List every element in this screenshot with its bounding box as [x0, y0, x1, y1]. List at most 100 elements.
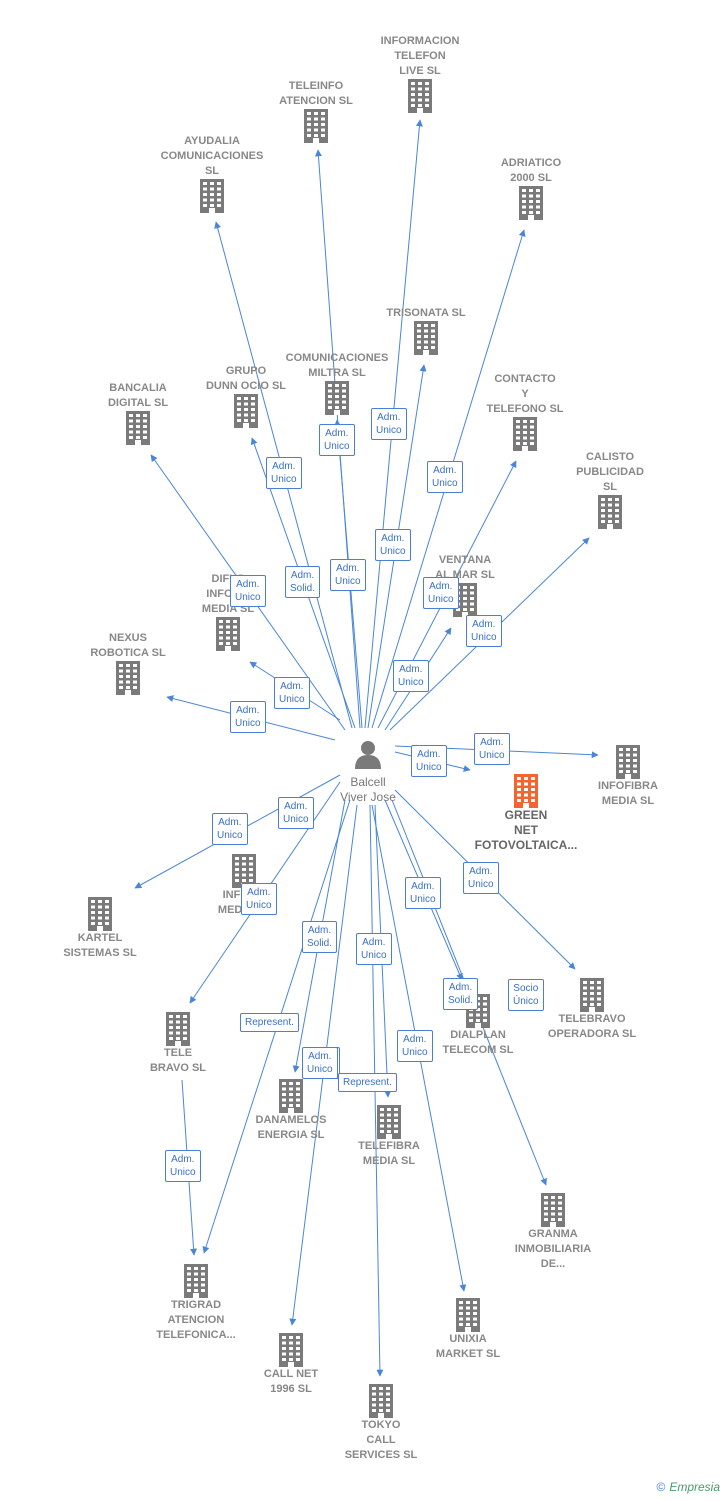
person-icon — [355, 741, 381, 769]
relation-badge[interactable]: Adm. Solid. — [443, 978, 479, 1010]
company-node-comunicaciones[interactable]: COMUNICACIONES MILTRA SL — [272, 351, 402, 415]
relation-badge[interactable]: Adm. Solid. — [302, 921, 338, 953]
relation-badge[interactable]: Adm. Unico — [405, 877, 441, 909]
company-label: VENTANA AL MAR SL — [435, 554, 495, 581]
relation-badge[interactable]: Adm. Unico — [266, 457, 302, 489]
company-label: TELEBRAVO OPERADORA SL — [547, 1013, 637, 1040]
company-label: AYUDALIA COMUNICACIONES SL — [160, 135, 264, 177]
relation-badge[interactable]: Adm. Unico — [423, 577, 459, 609]
relation-badge[interactable]: Represent. — [338, 1073, 397, 1092]
company-label: DIALPLAN TELECOM SL — [442, 1029, 514, 1056]
building-icon — [165, 1012, 191, 1046]
building-icon — [512, 417, 538, 451]
company-node-grupo[interactable]: GRUPO DUNN OCIO SL — [181, 364, 311, 428]
building-icon — [376, 1105, 402, 1139]
company-label: TELE BRAVO SL — [149, 1047, 207, 1074]
company-label: COMUNICACIONES MILTRA SL — [285, 352, 389, 379]
relation-badge[interactable]: Adm. Solid. — [285, 566, 321, 598]
company-label: BANCALIA DIGITAL SL — [107, 382, 169, 409]
relation-badge[interactable]: Adm. Unico — [463, 862, 499, 894]
relation-badge[interactable]: Adm. Unico — [278, 797, 314, 829]
company-node-contacto[interactable]: CONTACTO Y TELEFONO SL — [460, 372, 590, 451]
building-icon — [233, 394, 259, 428]
building-icon — [183, 1264, 209, 1298]
company-label: CALISTO PUBLICIDAD SL — [576, 451, 644, 493]
relation-badge[interactable]: Adm. Unico — [241, 883, 277, 915]
building-icon — [540, 1193, 566, 1227]
company-node-trisonata[interactable]: TRISONATA SL — [361, 306, 491, 355]
company-node-infofibra[interactable]: INFOFIBRA MEDIA SL — [563, 745, 693, 809]
relation-badge[interactable]: Adm. Unico — [397, 1030, 433, 1062]
relation-badge[interactable]: Adm. Unico — [230, 575, 266, 607]
company-node-tokyo[interactable]: TOKYO CALL SERVICES SL — [316, 1384, 446, 1463]
company-node-callnet[interactable]: CALL NET 1996 SL — [226, 1333, 356, 1397]
company-node-telefibra[interactable]: TELEFIBRA MEDIA SL — [324, 1105, 454, 1169]
company-node-adriatico[interactable]: ADRIATICO 2000 SL — [466, 156, 596, 220]
building-icon — [413, 321, 439, 355]
company-node-difus[interactable]: DIFUS INFORM MEDIA SL — [163, 572, 293, 651]
building-icon — [368, 1384, 394, 1418]
company-node-calisto[interactable]: CALISTO PUBLICIDAD SL — [545, 450, 675, 529]
relation-badge[interactable]: Adm. Unico — [230, 701, 266, 733]
company-node-informacion[interactable]: INFORMACION TELEFON LIVE SL — [355, 34, 485, 113]
company-label: TELEFIBRA MEDIA SL — [358, 1140, 420, 1167]
company-label: KARTEL SISTEMAS SL — [63, 932, 137, 959]
relation-badge[interactable]: Represent. — [240, 1013, 299, 1032]
building-icon — [278, 1079, 304, 1113]
company-node-tele[interactable]: TELE BRAVO SL — [113, 1012, 243, 1076]
relation-badge[interactable]: Adm. Unico — [356, 933, 392, 965]
company-label: DANAMELOS ENERGIA SL — [255, 1114, 327, 1141]
center-person-node[interactable]: Balcell Viver Jose — [318, 738, 418, 805]
copyright-icon: © — [656, 1480, 666, 1494]
company-node-telebravo[interactable]: TELEBRAVO OPERADORA SL — [527, 978, 657, 1042]
building-icon — [199, 179, 225, 213]
company-node-kartel[interactable]: KARTEL SISTEMAS SL — [35, 897, 165, 961]
company-label: ADRIATICO 2000 SL — [500, 157, 562, 184]
relation-badge[interactable]: Adm. Unico — [371, 408, 407, 440]
company-node-ayudalia[interactable]: AYUDALIA COMUNICACIONES SL — [147, 134, 277, 213]
company-label: INFORMACION TELEFON LIVE SL — [380, 35, 460, 77]
relation-badge[interactable]: Adm. Unico — [427, 461, 463, 493]
company-node-danamelos[interactable]: DANAMELOS ENERGIA SL — [226, 1079, 356, 1143]
company-node-nexus[interactable]: NEXUS ROBOTICA SL — [63, 631, 193, 695]
building-icon — [125, 411, 151, 445]
building-icon — [615, 745, 641, 779]
company-label: INFOFIBRA MEDIA SL — [598, 780, 658, 807]
company-node-green[interactable]: GREEN NET FOTOVOLTAICA... — [461, 774, 591, 853]
company-node-teleinfo[interactable]: TELEINFO ATENCION SL — [251, 79, 381, 143]
company-node-trigrad[interactable]: TRIGRAD ATENCION TELEFONICA... — [131, 1264, 261, 1343]
building-icon — [278, 1333, 304, 1367]
brand-name: Empresia — [669, 1480, 720, 1494]
company-node-bancalia[interactable]: BANCALIA DIGITAL SL — [73, 381, 203, 445]
building-icon — [513, 774, 539, 808]
company-label: TELEINFO ATENCION SL — [279, 80, 353, 107]
company-label: CALL NET 1996 SL — [263, 1368, 319, 1395]
company-label: DIFUS INFORM MEDIA SL — [201, 573, 255, 615]
building-icon — [324, 381, 350, 415]
building-icon — [579, 978, 605, 1012]
building-icon — [115, 661, 141, 695]
relation-badge[interactable]: Adm. Unico — [393, 660, 429, 692]
company-label: GRUPO DUNN OCIO SL — [205, 365, 287, 392]
company-label: CONTACTO Y TELEFONO SL — [486, 373, 564, 415]
company-label: TRIGRAD ATENCION TELEFONICA... — [156, 1299, 236, 1341]
relation-badge[interactable]: Adm. Unico — [411, 745, 447, 777]
company-node-unixia[interactable]: UNIXIA MARKET SL — [403, 1298, 533, 1362]
relation-badge[interactable]: Adm. Unico — [274, 677, 310, 709]
relation-badge[interactable]: Socio Único — [508, 979, 544, 1011]
relation-badge[interactable]: Adm. Unico — [212, 813, 248, 845]
relation-badge[interactable]: Adm. Unico — [474, 733, 510, 765]
company-label: GREEN NET FOTOVOLTAICA... — [474, 808, 578, 852]
company-node-granma[interactable]: GRANMA INMOBILIARIA DE... — [488, 1193, 618, 1272]
relation-badge[interactable]: Adm. Unico — [466, 615, 502, 647]
relation-badge[interactable]: Adm. Unico — [330, 559, 366, 591]
footer-brand[interactable]: ©Empresia — [656, 1480, 720, 1494]
company-label: NEXUS ROBOTICA SL — [90, 632, 166, 659]
company-node-ventana[interactable]: VENTANA AL MAR SL — [400, 553, 530, 617]
building-icon — [597, 495, 623, 529]
relation-badge[interactable]: Adm. Unico — [319, 424, 355, 456]
company-label: TRISONATA SL — [386, 307, 466, 319]
relation-badge[interactable]: Adm. Unico — [375, 529, 411, 561]
relation-badge[interactable]: Adm. Unico — [302, 1047, 338, 1079]
relation-badge[interactable]: Adm. Unico — [165, 1150, 201, 1182]
